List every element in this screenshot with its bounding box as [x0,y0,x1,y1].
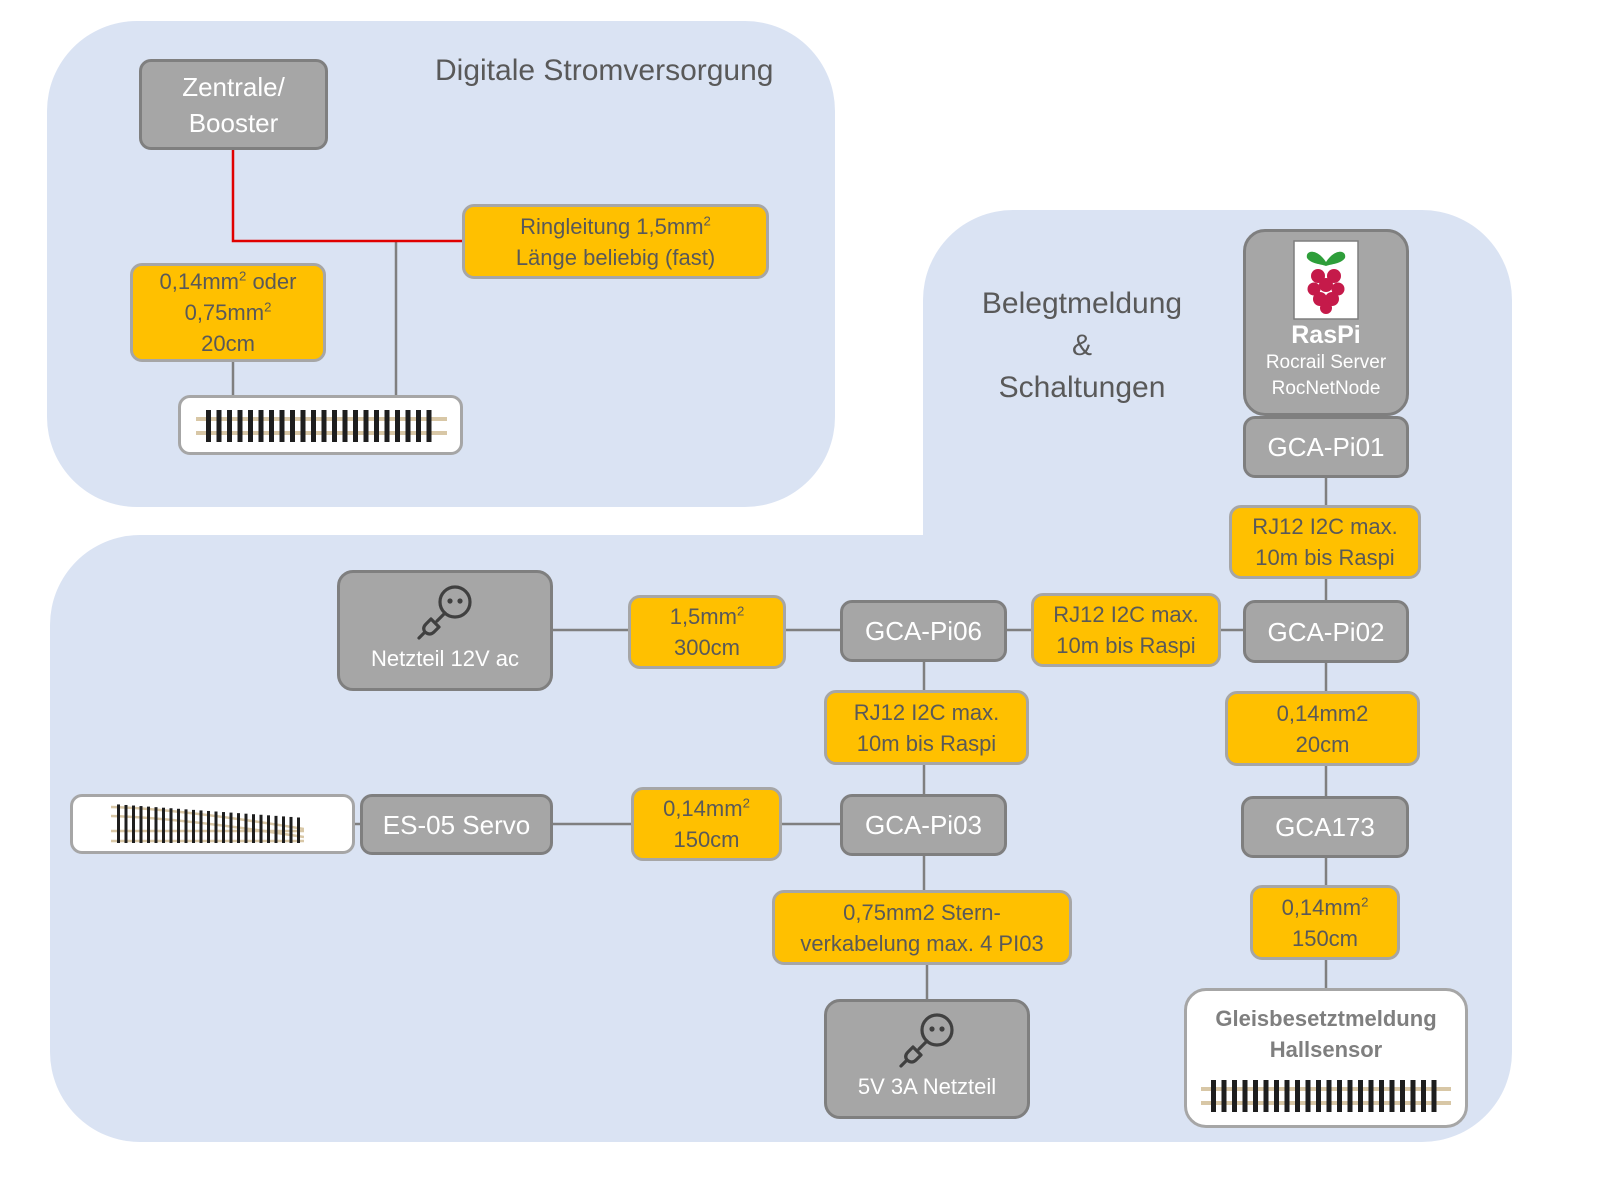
cable-servo-pi03-label: 0,14mm2 150cm [631,787,782,861]
cable-psu12-pi06-line1: 1,5mm [669,604,737,629]
detection-title-line1: Belegtmeldung [981,287,1183,320]
ring-cable-line1-sup: 2 [703,213,711,229]
sensor-line1: Gleisbesetztmeldung [1215,1006,1437,1031]
hall-sensor-box: Gleisbesetztmeldung Hallsensor [1184,988,1468,1128]
feeder-line3: 20cm [201,331,255,356]
cable-pi06-pi03-line1: RJ12 I2C max. [853,699,1000,725]
raspi-line1: Rocrail Server [1265,352,1387,373]
sensor-line2: Hallsensor [1269,1037,1383,1062]
cable-servo-pi03-line1-sup: 2 [742,795,750,811]
servo-box: ES-05 Servo [360,794,553,855]
raspi-title: RasPi [1291,321,1361,349]
ring-cable-line2: Länge beliebig (fast) [515,244,716,270]
raspi-box: RasPi Rocrail Server RocNetNode [1243,229,1409,416]
detection-title-line3: Schaltungen [998,371,1166,404]
cable-pi06-pi02-line1: RJ12 I2C max. [1053,602,1199,627]
cable-pi01-pi02-line2: 10m bis Raspi [1255,545,1395,570]
cable-pi06-pi03-label: RJ12 I2C max. 10m bis Raspi [824,690,1029,765]
cable-gca173-sensor-label: 0,14mm2 150cm [1250,885,1400,960]
cable-pi02-gca173-line2: 20cm [1295,731,1350,757]
feeder-line1-rest: oder [246,269,297,294]
gca-pi02-box: GCA-Pi02 [1243,600,1409,663]
cable-psu12-pi06-line1-sup: 2 [736,603,745,619]
turnout-box [70,794,355,854]
psu-5v-box: 5V 3A Netzteil [824,999,1030,1119]
cable-servo-pi03-line1: 0,14mm [663,796,743,821]
cable-pi06-pi02-label: RJ12 I2C max. 10m bis Raspi [1031,593,1221,667]
cable-pi03-psu5-line1: 0,75mm2 Stern- [843,899,1001,925]
feeder-line2: 0,75mm [184,300,265,325]
cable-pi03-psu5-line2: verkabelung max. 4 PI03 [800,930,1044,956]
cable-servo-pi03-line2: 150cm [673,827,740,852]
detection-section-title: Belegtmeldung & Schaltungen [968,283,1196,409]
power-section-title: Digitale Stromversorgung [435,54,774,87]
cable-psu12-pi06-label: 1,5mm2 300cm [628,595,786,669]
cable-pi06-pi02-line2: 10m bis Raspi [1056,633,1196,658]
gca-pi03-box: GCA-Pi03 [840,794,1007,856]
ring-cable-label: Ringleitung 1,5mm2 Länge beliebig (fast) [462,204,769,279]
cable-pi01-pi02-label: RJ12 I2C max. 10m bis Raspi [1229,505,1421,579]
gca173-box: GCA173 [1241,796,1409,858]
ring-cable-line1: Ringleitung 1,5mm [520,213,704,239]
straight-track-icon [196,404,447,448]
feeder-line1-sup: 2 [238,268,247,284]
cable-gca173-sensor-line1-sup: 2 [1361,894,1369,910]
power-line-red [231,150,462,243]
cable-pi02-gca173-line1: 0,14mm2 [1276,700,1369,726]
straight-track-icon [1201,1074,1451,1118]
detection-title-line2: & [1071,329,1092,362]
gca-pi06-box: GCA-Pi06 [840,600,1007,662]
cable-pi02-gca173-label: 0,14mm2 20cm [1225,691,1420,766]
central-label-line1: Zentrale/ [182,71,285,102]
power-track-box [178,395,463,455]
psu-12v-box: Netzteil 12V ac [337,570,553,691]
feeder-cable-label: 0,14mm2 oder 0,75mm2 20cm [130,263,326,362]
gca-pi01-box: GCA-Pi01 [1243,416,1409,478]
central-booster-box: Zentrale/ Booster [139,59,328,150]
cable-psu12-pi06-line2: 300cm [673,635,741,660]
cable-pi01-pi02-line1: RJ12 I2C max. [1252,514,1398,539]
central-label-line2: Booster [188,107,279,138]
psu-12v-label: Netzteil 12V ac [371,645,519,671]
raspi-line2: RocNetNode [1271,378,1381,399]
cable-pi06-pi03-line2: 10m bis Raspi [856,730,997,756]
psu-5v-label: 5V 3A Netzteil [857,1074,997,1099]
turnout-track-icon [111,801,304,847]
power-plug-icon [417,584,472,640]
power-plug-icon [899,1013,954,1068]
feeder-line2-sup: 2 [264,299,272,315]
cable-pi03-psu5-label: 0,75mm2 Stern- verkabelung max. 4 PI03 [772,890,1072,965]
cable-gca173-sensor-line2: 150cm [1291,925,1359,951]
feeder-line1: 0,14mm [159,269,239,294]
cable-gca173-sensor-line1: 0,14mm [1281,894,1362,920]
raspberry-pi-logo [1293,240,1359,320]
